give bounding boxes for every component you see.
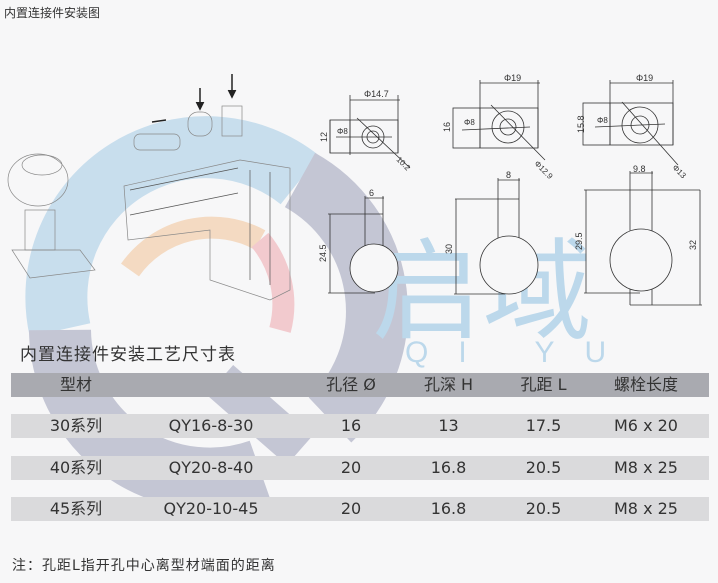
drawing-45-side-view: 9.8 29.5 32	[574, 164, 702, 306]
cell-bolt-length: M8 x 25	[614, 458, 678, 477]
cell-bolt-length: M8 x 25	[614, 499, 678, 518]
cell-hole-distance: 20.5	[525, 458, 562, 477]
footnote: 注：孔距L指开孔中心离型材端面的距离	[12, 558, 276, 574]
svg-text:29.5: 29.5	[574, 232, 584, 250]
svg-text:Φ8: Φ8	[464, 118, 475, 127]
drawing-30-top-view: Φ14.7 12 Φ8 10.2	[319, 89, 412, 173]
svg-text:32: 32	[688, 240, 698, 250]
cell-hole-depth: 16.8	[430, 499, 467, 518]
table-row: 45系列 QY20-10-45 20 16.8 20.5 M8 x 25	[11, 497, 709, 521]
cell-profile: 30系列	[49, 416, 103, 435]
svg-text:24.5: 24.5	[318, 244, 328, 262]
table-header-row: 型材 孔径 Ø 孔深 H 孔距 L 螺栓长度	[11, 373, 709, 397]
svg-text:Φ8: Φ8	[337, 127, 348, 136]
cell-hole-diameter: 20	[340, 458, 362, 477]
header-model	[136, 373, 286, 397]
table-title: 内置连接件安装工艺尺寸表	[20, 345, 236, 365]
svg-text:16: 16	[442, 122, 452, 132]
cell-model: QY20-8-40	[168, 458, 254, 477]
svg-text:Φ12.9: Φ12.9	[533, 159, 555, 181]
cell-model: QY16-8-30	[168, 416, 254, 435]
cell-hole-depth: 16.8	[430, 458, 467, 477]
svg-text:Φ19: Φ19	[636, 73, 653, 83]
cell-hole-depth: 13	[438, 416, 459, 435]
svg-text:8: 8	[506, 170, 511, 180]
svg-text:15.8: 15.8	[576, 115, 586, 133]
svg-text:12: 12	[319, 132, 329, 142]
svg-text:Φ13: Φ13	[671, 163, 689, 181]
cell-bolt-length: M6 x 20	[614, 416, 678, 435]
svg-text:Φ14.7: Φ14.7	[364, 89, 389, 99]
svg-text:6: 6	[369, 188, 374, 198]
svg-text:30: 30	[444, 244, 454, 254]
header-hole-distance: 孔距 L	[520, 375, 567, 394]
svg-text:Φ19: Φ19	[504, 73, 521, 83]
drawing-40-top-view: Φ19 16 Φ8 Φ12.9	[442, 73, 555, 181]
svg-text:10.2: 10.2	[395, 155, 413, 173]
drawing-30-side-view: 6 24.5	[318, 188, 399, 294]
cell-hole-distance: 20.5	[525, 499, 562, 518]
svg-text:9.8: 9.8	[633, 164, 646, 174]
cell-hole-diameter: 20	[340, 499, 362, 518]
table-row: 30系列 QY16-8-30 16 13 17.5 M6 x 20	[11, 414, 709, 438]
cell-profile: 40系列	[49, 458, 103, 477]
cell-model: QY20-10-45	[163, 499, 259, 518]
page-caption: 内置连接件安装图	[4, 6, 101, 20]
assembly-illustration	[7, 74, 291, 301]
cell-hole-distance: 17.5	[525, 416, 562, 435]
table-row: 40系列 QY20-8-40 20 16.8 20.5 M8 x 25	[11, 456, 709, 480]
cell-hole-diameter: 16	[340, 416, 362, 435]
drawing-40-side-view: 8 30	[444, 170, 539, 295]
svg-text:Φ8: Φ8	[597, 116, 608, 125]
header-profile: 型材	[59, 375, 92, 394]
header-bolt-length: 螺栓长度	[613, 375, 678, 394]
header-hole-depth: 孔深 H	[423, 375, 474, 394]
cell-profile: 45系列	[49, 499, 103, 518]
header-hole-diameter: 孔径 Ø	[326, 375, 376, 394]
